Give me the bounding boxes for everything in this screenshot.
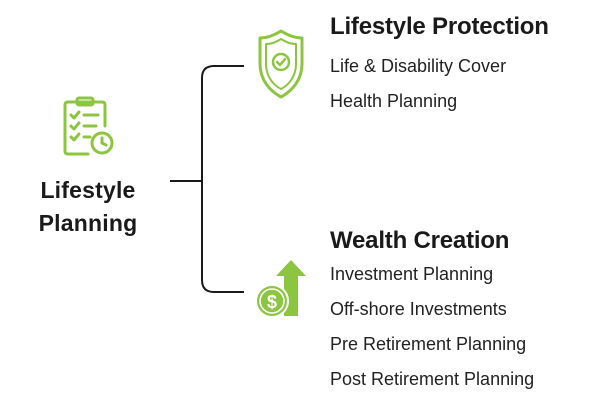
- list-item: Health Planning: [330, 91, 458, 111]
- root-title: Lifestyle Planning: [18, 174, 158, 240]
- branch-items-lifestyle-protection: Life & Disability Cover Health Planning: [330, 49, 506, 119]
- branch-title-wealth-creation: Wealth Creation: [330, 227, 510, 254]
- root-title-line2: Planning: [38, 210, 138, 236]
- svg-text:$: $: [267, 292, 277, 312]
- branch-bracket: [201, 65, 244, 293]
- list-item: Post Retirement Planning: [330, 369, 535, 389]
- list-item: Life & Disability Cover: [330, 56, 507, 76]
- list-item: Pre Retirement Planning: [330, 334, 527, 354]
- branch-title-lifestyle-protection: Lifestyle Protection: [330, 13, 549, 40]
- shield-check-icon: [258, 29, 304, 99]
- dollar-growth-arrow-icon: $: [255, 260, 306, 318]
- branch-items-wealth-creation: Investment Planning Off-shore Investment…: [330, 257, 534, 397]
- list-item: Off-shore Investments: [330, 299, 507, 319]
- list-item: Investment Planning: [330, 264, 494, 284]
- checklist-clock-icon: [63, 96, 114, 156]
- root-title-line1: Lifestyle: [40, 177, 136, 203]
